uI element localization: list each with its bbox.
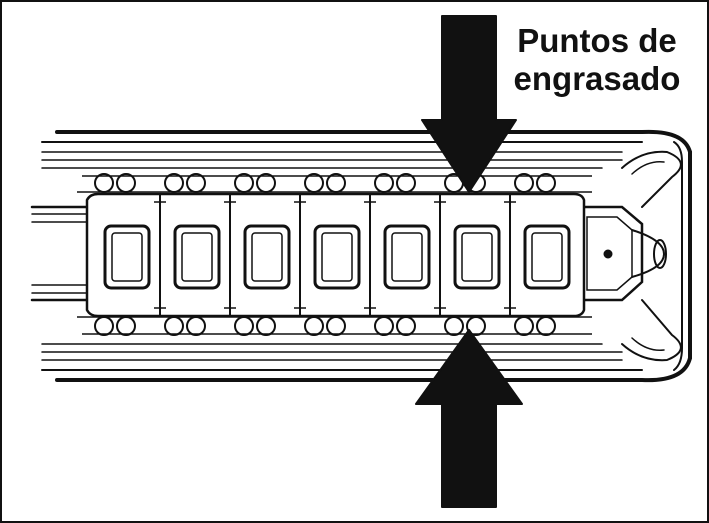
up-arrow-icon: [415, 329, 523, 508]
bearing-row-bottom: [77, 316, 592, 336]
label-line-1: Puntos de: [517, 22, 677, 59]
bearing-row-top: [77, 173, 592, 193]
label-line-2: engrasado: [513, 60, 681, 97]
grease-points-label: Puntos de engrasado: [502, 22, 692, 98]
down-arrow-icon: [421, 15, 517, 193]
cage-windows: [103, 224, 571, 290]
outer-rail: [41, 129, 692, 383]
cage-window-inner: [111, 232, 563, 282]
